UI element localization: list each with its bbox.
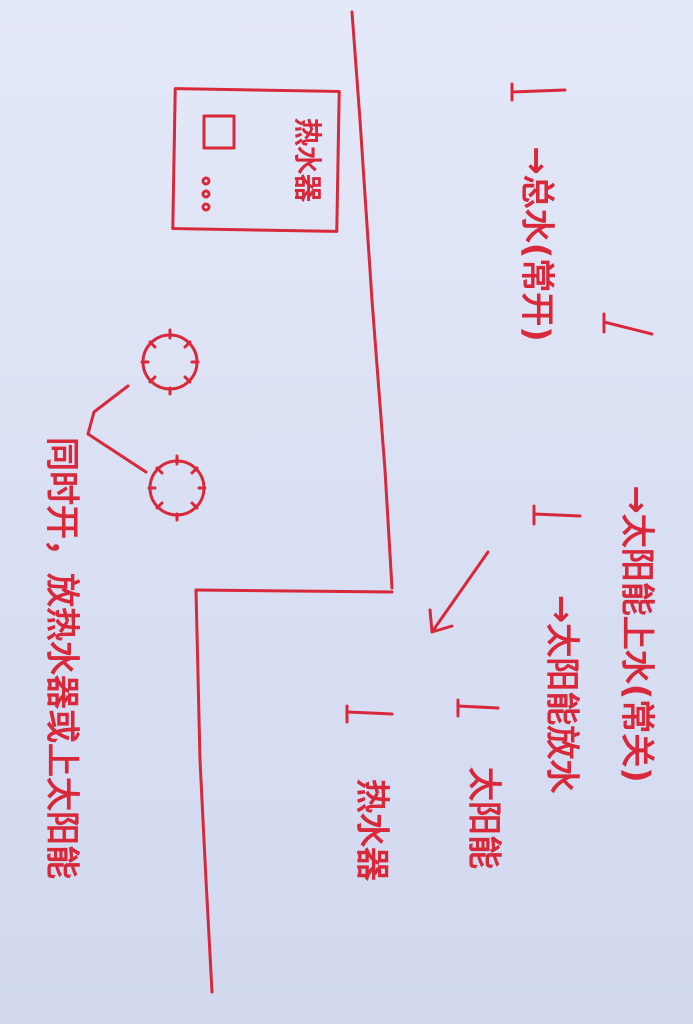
tick-mark: [532, 504, 582, 526]
valve-handle-spokes: [140, 328, 207, 522]
water-heater-knob: [201, 176, 211, 186]
note-water-heater: 热水器: [352, 779, 392, 882]
wall-lower-line: [194, 588, 214, 994]
valve-connector-line: [86, 384, 148, 474]
water-heater-knob: [201, 189, 211, 199]
wall-upper-line: [350, 10, 394, 590]
water-heater-knob: [201, 202, 211, 212]
water-heater-box: [171, 87, 341, 233]
tick-mark: [345, 704, 394, 724]
water-heater-label: 热水器: [291, 118, 324, 203]
note-solar-inlet: →太阳能上水(常关): [617, 485, 657, 783]
wall-step-line: [194, 588, 394, 594]
note-solar-drain: →太阳能放水: [542, 595, 582, 794]
note-open-together: 同时开，放热水器或上太阳能: [42, 437, 82, 879]
tick-mark: [602, 312, 654, 336]
water-heater-display: [202, 114, 236, 150]
tick-mark: [510, 82, 567, 102]
tick-mark: [456, 698, 500, 718]
note-main-water: →总水(常开): [517, 146, 557, 342]
note-solar: 太阳能: [464, 767, 504, 869]
direction-arrow: [428, 550, 490, 634]
